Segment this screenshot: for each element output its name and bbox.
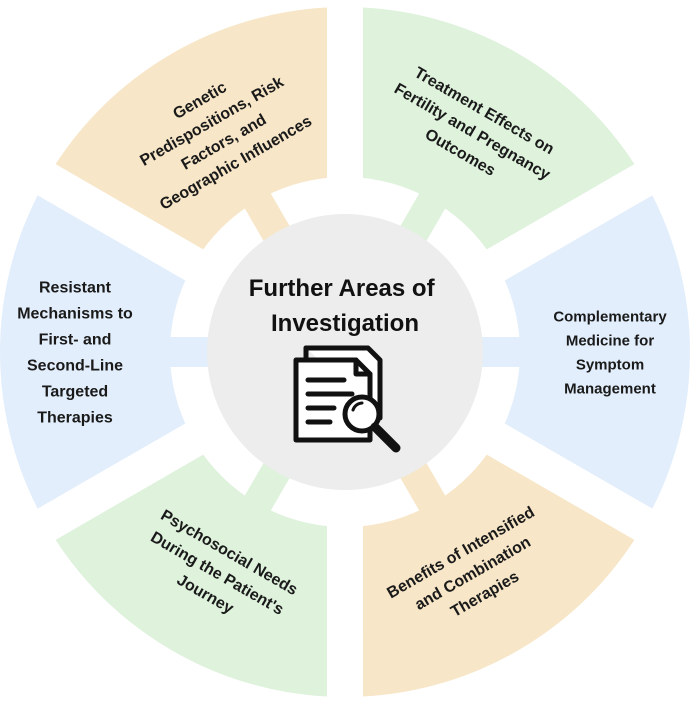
- segment-label-line: Complementary: [553, 308, 667, 325]
- segment-label-line: Medicine for: [566, 332, 655, 349]
- center-title-line-2: Investigation: [271, 310, 419, 337]
- segment-label-line: Resistant: [39, 280, 112, 297]
- document-magnifier-icon: [293, 345, 401, 453]
- segment-genetic: [55, 7, 328, 250]
- segment-benefits: [362, 454, 635, 697]
- segment-label-line: Symptom: [576, 356, 644, 373]
- segment-resistant: [0, 195, 186, 509]
- segment-complementary: [504, 195, 690, 509]
- wheel-segments: GeneticPredispositions, RiskFactors, and…: [0, 7, 690, 697]
- segment-label-line: Therapies: [37, 410, 113, 427]
- segment-label-line: Mechanisms to: [17, 306, 133, 323]
- center-title: Further Areas of Investigation: [249, 275, 441, 337]
- segment-label-line: Management: [564, 380, 656, 397]
- segment-label-line: First- and: [39, 332, 112, 349]
- segment-psychosocial: [55, 454, 328, 697]
- center-title-line-1: Further Areas of: [249, 275, 436, 302]
- segment-label-line: Second-Line: [27, 358, 123, 375]
- segment-label-line: Targeted: [42, 384, 108, 401]
- segment-treatment: [362, 7, 635, 250]
